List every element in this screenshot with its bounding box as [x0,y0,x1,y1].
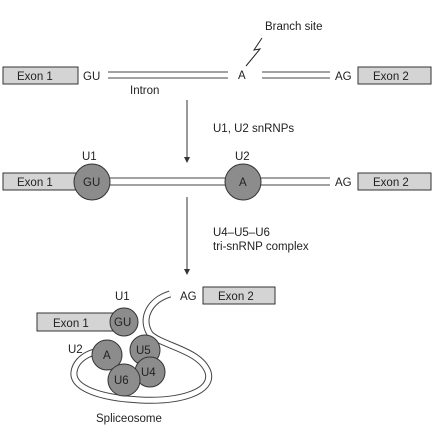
u5-label: U5 [136,345,151,357]
lightning-bolt-icon [245,37,263,67]
snrnp-bound-row: U1 U2 Exon 1 GU A AG Exon 2 [2,151,432,201]
step1-arrow-group: U1, U2 snRNPs [184,100,294,163]
u1-label: U1 [115,291,130,303]
ag-site-label: AG [335,71,352,83]
exon1-label: Exon 1 [53,318,89,330]
exon2-label: Exon 2 [373,177,409,189]
pre-mrna-row: Branch site Exon 1 GU A AG Exon 2 Intron [2,21,432,97]
exon2-box [357,172,432,191]
u2-snrnp [91,339,123,371]
branch-a-label: A [239,177,247,189]
gu-site-label: GU [83,71,100,83]
u2-label: U2 [68,344,83,356]
step1-label: U1, U2 snRNPs [213,123,294,135]
u2-label: U2 [235,151,250,163]
u1-snrnp [73,163,111,201]
branch-a-label: A [103,350,111,362]
intron-lariat-fill [71,291,212,403]
branch-a-label: A [238,70,246,82]
spliceosome-row: U1 AG Exon 2 Exon 1 GU U5 U4 A U6 U2 Spl… [36,286,276,425]
u6-label: U6 [114,375,129,387]
exon2-box [202,286,276,305]
gu-site-label: GU [83,177,100,189]
ag-site-label: AG [180,291,197,303]
gu-site-label: GU [114,317,131,329]
ag-site-label: AG [335,177,352,189]
step2-label-line2: tri-snRNP complex [213,241,309,253]
u1-snrnp [109,307,139,337]
spliceosome-label: Spliceosome [96,413,162,425]
exon1-label: Exon 1 [17,71,53,83]
step2-arrow-group: U4–U5–U6 tri-snRNP complex [184,197,309,275]
u2-snrnp [224,163,262,201]
exon2-box [357,66,432,85]
step2-label-line1: U4–U5–U6 [213,227,270,239]
exon1-label: Exon 1 [17,177,53,189]
intron-label: Intron [130,85,159,97]
u1-label: U1 [82,151,97,163]
exon2-label: Exon 2 [218,291,254,303]
u6-snrnp [107,363,141,397]
u4-label: U4 [141,367,156,379]
exon1-box [2,66,79,85]
branch-site-label: Branch site [265,21,323,33]
exon2-label: Exon 2 [373,71,409,83]
